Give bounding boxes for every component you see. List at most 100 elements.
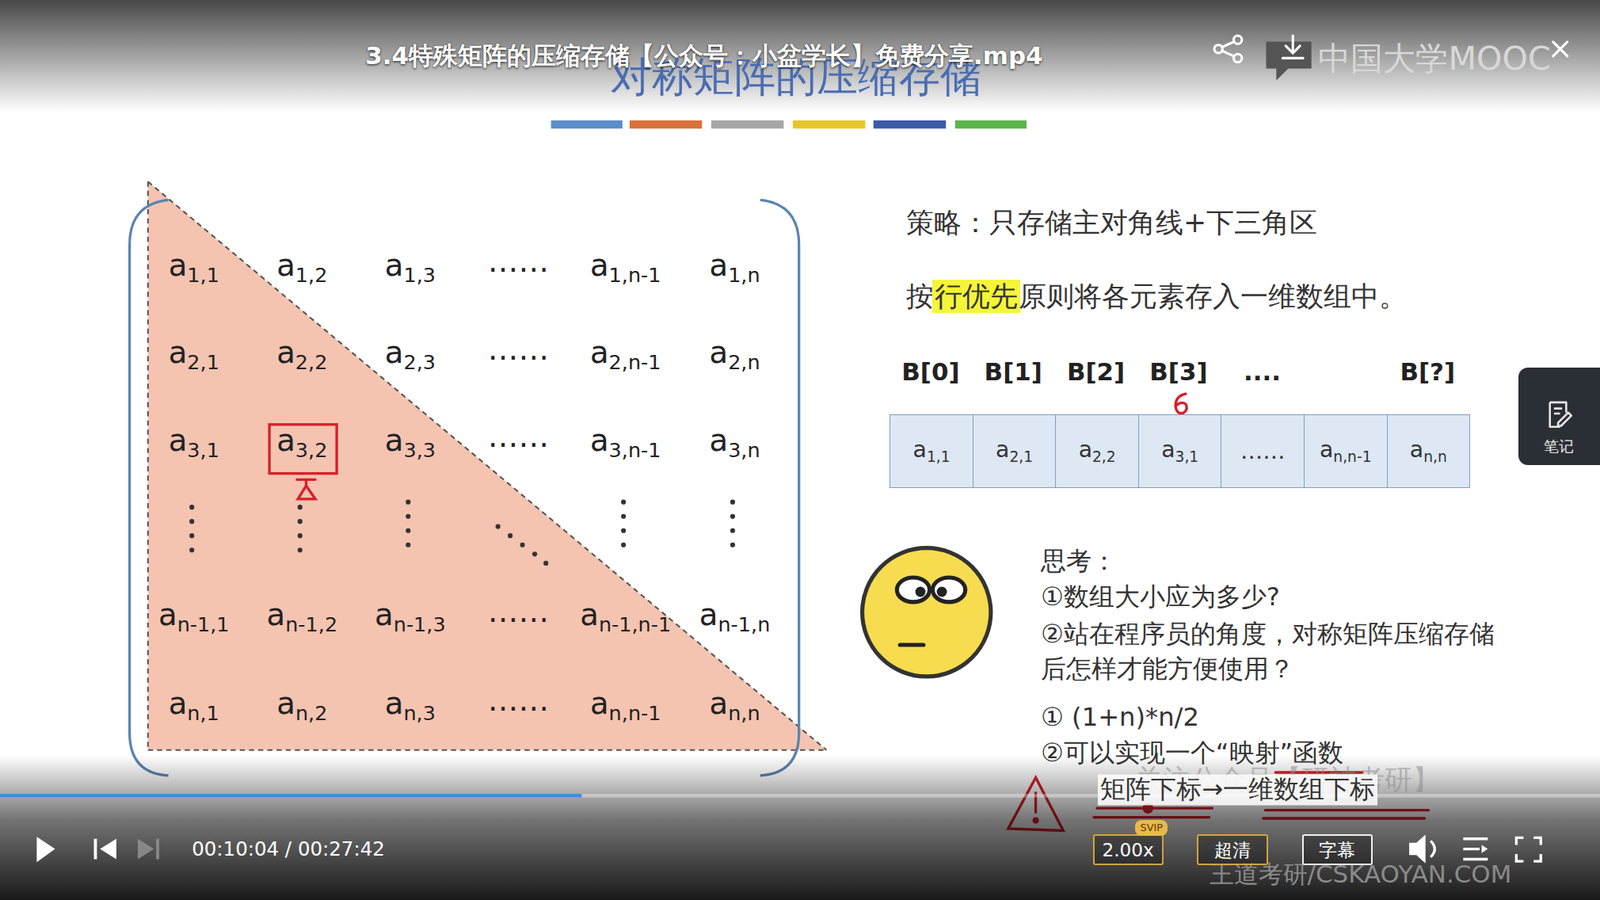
matrix-subscript: 3,1 [1175,448,1200,465]
ellipsis: …… [487,682,549,718]
matrix-subscript: 2,1 [1009,448,1033,465]
top-shade [0,0,1600,113]
vertical-ellipsis [189,499,736,566]
color-bar [551,120,623,129]
notes-icon-shape [1550,402,1572,427]
array-cell: a2,2 [1055,414,1140,488]
matrix-element: a3,n-1 [590,422,662,462]
mouth [899,642,924,647]
matrix-letter: a [1078,436,1093,463]
matrix-element: a2,n [708,335,760,375]
matrix-element: a3,1 [168,422,220,462]
button-label: 笔记 [1543,438,1574,455]
array-cell: a2,1 [972,414,1057,488]
matrix-element: an-1,n-1 [579,598,671,637]
matrix-element: a3,n [708,422,760,462]
array-index: B[0] [901,358,960,387]
progress-played [0,793,582,798]
dot [495,524,501,530]
strategy-text: 策略：只存储主对角线+下三角区 [906,206,1318,239]
matrix-subscript: n,n-1 [1333,448,1372,465]
next-icon [156,838,160,860]
matrix-element: an,3 [384,686,436,726]
array-element: an,n [1409,437,1448,466]
button-label: 字幕 [1318,839,1356,861]
svip-badge: SVIP [1135,819,1168,835]
array-index: B[1] [984,358,1043,387]
question-heading: 思考： [1040,546,1117,576]
rule-text: 原则将各元素存入一维数组中。 [1018,280,1407,313]
matrix-subscript: 1,n [727,262,761,287]
matrix-subscript: 1,1 [186,262,220,287]
matrix-element: a2,3 [384,335,436,375]
matrix-subscript: 2,n [727,350,761,375]
array-element: a1,1 [913,437,951,466]
badge-text: SVIP [1140,822,1164,834]
matrix-letter: a [995,436,1010,463]
eye [932,577,965,602]
next-icon [137,838,155,860]
dot [620,542,626,548]
pupil [915,586,926,598]
video-filename: 3.4特殊矩阵的压缩存储【公众号：小盆学长】免费分享.mp4 [365,41,1043,71]
dot [405,542,411,548]
matrix-letter: a [590,247,610,283]
matrix-letter: a [276,685,296,722]
array-cell: a1,1 [889,414,974,488]
matrix-letter: a [590,422,610,458]
matrix-subscript: 3,2 [295,438,328,463]
matrix-letter: a [708,247,728,283]
matrix-element: an-1,3 [374,598,446,637]
matrix-subscript: 3,n [727,438,761,463]
matrix-letter: a [168,247,188,283]
matrix-letter: a [168,685,188,722]
button-label: 超清 [1214,839,1251,861]
matrix-subscript: 1,3 [403,262,436,287]
ellipsis: …… [487,593,549,629]
matrix-element: an,1 [168,686,220,726]
matrix-letter: a [384,685,404,722]
matrix-element: a2,2 [276,335,328,375]
matrix-subscript: 3,1 [186,438,220,463]
array-cell: …… [1220,414,1305,488]
matrix-letter: a [276,247,296,283]
answer-text: ②可以实现一个“映射”函数 [1040,738,1344,768]
matrix-subscript: n,n [727,701,760,726]
array-index: B[2] [1066,358,1125,387]
share-icon [1222,41,1234,57]
answer-text: ① (1+n)*n/2 [1040,702,1200,732]
pupil [937,586,948,598]
matrix-element: a1,2 [276,247,328,287]
matrix-subscript: 1,2 [295,262,328,287]
matrix-element: an,n-1 [590,686,662,726]
rule-text: 按 [906,280,934,313]
matrix-letter: a [276,335,296,371]
matrix-element: a2,1 [168,335,220,375]
speed-button: 2.00xSVIP [1093,834,1164,866]
matrix-letter: a [158,597,178,633]
matrix-element: an,2 [276,686,328,726]
array-cell: an,n-1 [1303,414,1388,488]
color-bar [955,120,1027,129]
array-cell: a3,1 [1138,414,1223,488]
subtitle-button: 字幕 [1302,834,1373,866]
matrix-letter: a [374,597,394,633]
matrix-element: a3,2 [276,422,328,462]
array-index: B[3] [1149,358,1208,387]
face [862,548,991,677]
matrix-letter: a [384,422,404,458]
array-element: a2,2 [1078,437,1117,466]
quality-button: 超清 [1196,834,1269,866]
dot [297,533,303,538]
dashed-edge [148,749,827,751]
matrix-subscript: 3,n-1 [609,438,662,463]
dot [189,518,195,524]
volume-icon [1430,840,1435,858]
ellipsis: …… [487,331,549,366]
annotation-figure [297,479,316,499]
matrix-letter: a [276,422,296,458]
matrix-element: an,n [708,686,760,726]
matrix-element: an-1,n [699,598,771,637]
